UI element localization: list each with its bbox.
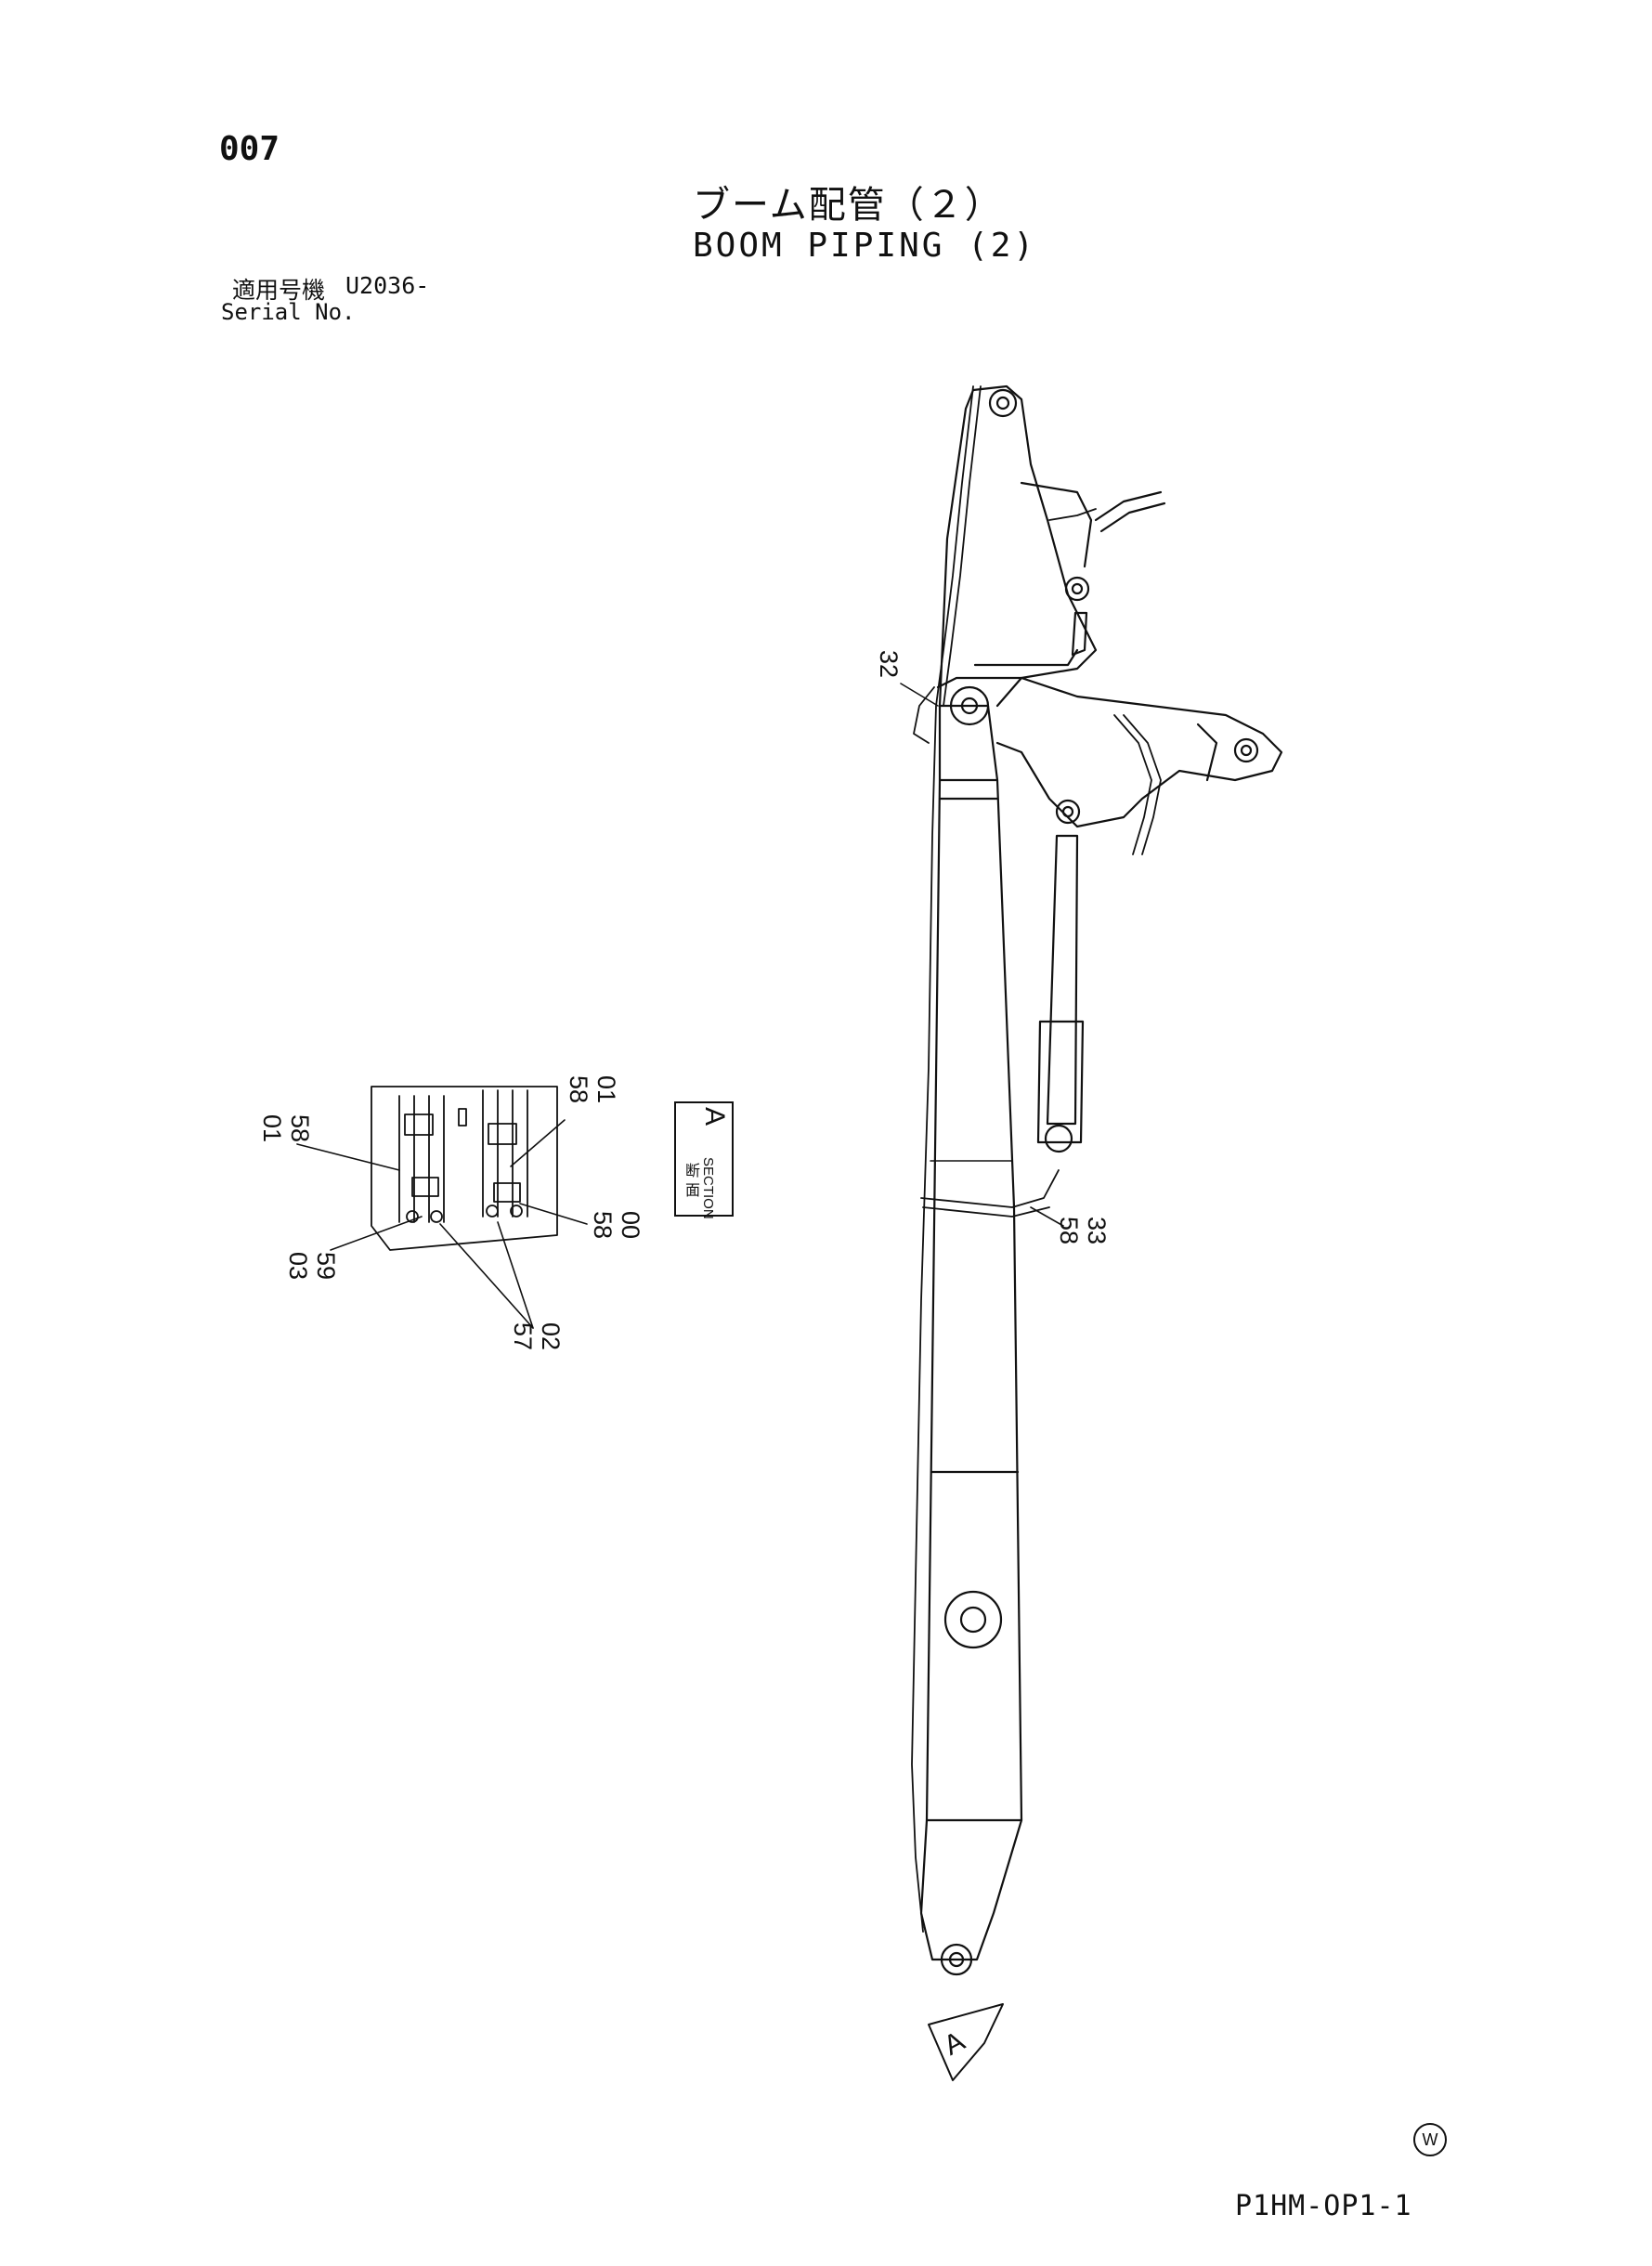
circled-w-mark: W — [1413, 2123, 1447, 2156]
callout-58-01: 58 01 — [258, 1114, 314, 1143]
serial-label-en: Serial No. — [221, 299, 356, 325]
callout-02-57: 02 57 — [509, 1322, 565, 1351]
section-letter: A — [699, 1107, 730, 1126]
callout-33-58: 33 58 — [1055, 1217, 1111, 1245]
serial-value: U2036- — [345, 272, 430, 299]
page-title-ja: ブーム配管（２） — [693, 184, 1004, 227]
boom-cylinder — [1036, 834, 1085, 1153]
callout-59-03: 59 03 — [284, 1252, 340, 1281]
view-arrow — [928, 2003, 1004, 2081]
callout-00-58: 00 58 — [589, 1211, 644, 1240]
callout-01-58: 01 58 — [565, 1075, 620, 1104]
arm-bracket — [936, 676, 1283, 828]
section-a-label-box: 断 面 SECTION A — [674, 1101, 734, 1219]
section-a-detail — [371, 1086, 558, 1251]
boom-head — [938, 384, 1166, 708]
serial-label-ja: 適用号機 — [232, 277, 326, 304]
boom-outline — [919, 704, 1023, 1976]
page-title-en: BOOM PIPING (2) — [693, 227, 1037, 265]
section-word: SECTION — [700, 1157, 716, 1219]
drawing-code: P1HM-OP1-1 — [1235, 2190, 1412, 2222]
leader-lines — [296, 683, 1064, 1329]
page-number: 007 — [219, 130, 280, 168]
piping-lines — [911, 385, 1162, 1933]
section-kanji: 断 面 — [683, 1163, 700, 1198]
callout-32: 32 — [875, 650, 903, 679]
